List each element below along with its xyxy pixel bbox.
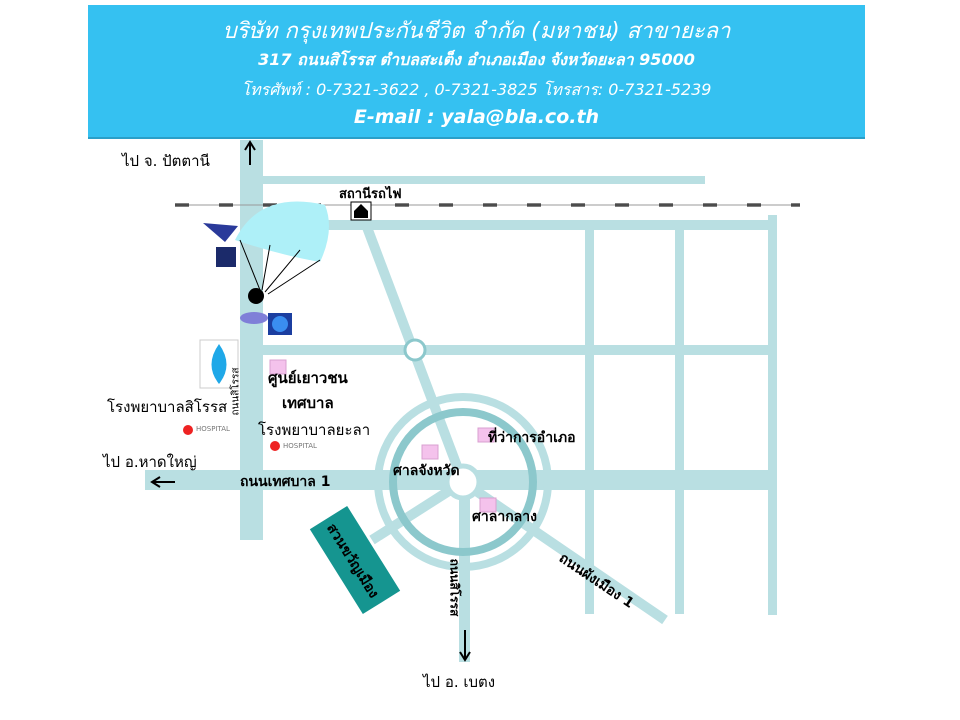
hospital-tag-1: HOSPITAL <box>196 425 230 433</box>
hospital-tag-2: HOSPITAL <box>283 442 317 450</box>
label-provincial-court: ศาลจังหวัด <box>393 463 460 479</box>
label-sirorot-hospital: โรงพยาบาลสิโรรส <box>107 398 228 416</box>
label-road-south: ถนนสิโรรส <box>447 558 462 617</box>
road-south <box>459 482 470 662</box>
label-youth-center: ศูนย์เยาวชน <box>268 369 348 387</box>
outer-ring <box>374 393 552 571</box>
company-name: บริษัท กรุงเทพประกันชีวิต จำกัด (มหาชน) … <box>222 19 731 44</box>
label-road-thesaban1: ถนนเทศบาล 1 <box>240 474 331 490</box>
label-district-office: ที่ว่าการอำเภอ <box>488 430 576 446</box>
road-top <box>262 176 705 184</box>
label-railway-station: สถานีรถไฟ <box>339 187 402 202</box>
park-block <box>309 505 401 615</box>
inner-ring <box>389 408 537 556</box>
label-to-pattani: ไป จ. ปัตตานี <box>122 152 210 170</box>
email-link[interactable]: E-mail : yala@bla.co.th <box>353 106 600 128</box>
label-city-hall: ศาลากลาง <box>472 509 537 525</box>
road-v3 <box>768 215 777 615</box>
address: 317 ถนนสิโรรส ตำบลสะเต็ง อำเภอเมือง จังห… <box>258 50 695 69</box>
bank-logos <box>199 223 292 389</box>
diag-roads <box>360 220 668 625</box>
station-icon <box>350 201 372 221</box>
phone-fax: โทรศัพท์ : 0-7321-3622 , 0-7321-3825 โทร… <box>241 80 712 99</box>
roads <box>145 140 777 662</box>
place-markers <box>269 359 497 513</box>
road-rail-side <box>262 220 775 230</box>
label-yala-hospital: โรงพยาบาลยะลา <box>258 421 371 439</box>
center-circle <box>444 463 482 501</box>
road-v2 <box>675 222 684 614</box>
roundabout <box>403 338 427 362</box>
arrow-up-icon <box>244 140 256 165</box>
label-municipal: เทศบาล <box>282 394 334 412</box>
label-to-betong: ไป อ. เบตง <box>423 673 496 691</box>
hospital-icons <box>183 425 280 451</box>
parachute-icon <box>235 201 329 324</box>
arrow-down-icon <box>459 630 471 662</box>
label-to-hat-yai: ไป อ.หาดใหญ่ <box>103 453 197 471</box>
header-banner: บริษัท กรุงเทพประกันชีวิต จำกัด (มหาชน) … <box>88 5 865 139</box>
road-v1 <box>585 222 594 614</box>
arrow-left-icon <box>150 476 175 488</box>
road-mid <box>262 345 775 355</box>
label-road-sirorot: ถนนสิโรรส <box>230 367 242 416</box>
